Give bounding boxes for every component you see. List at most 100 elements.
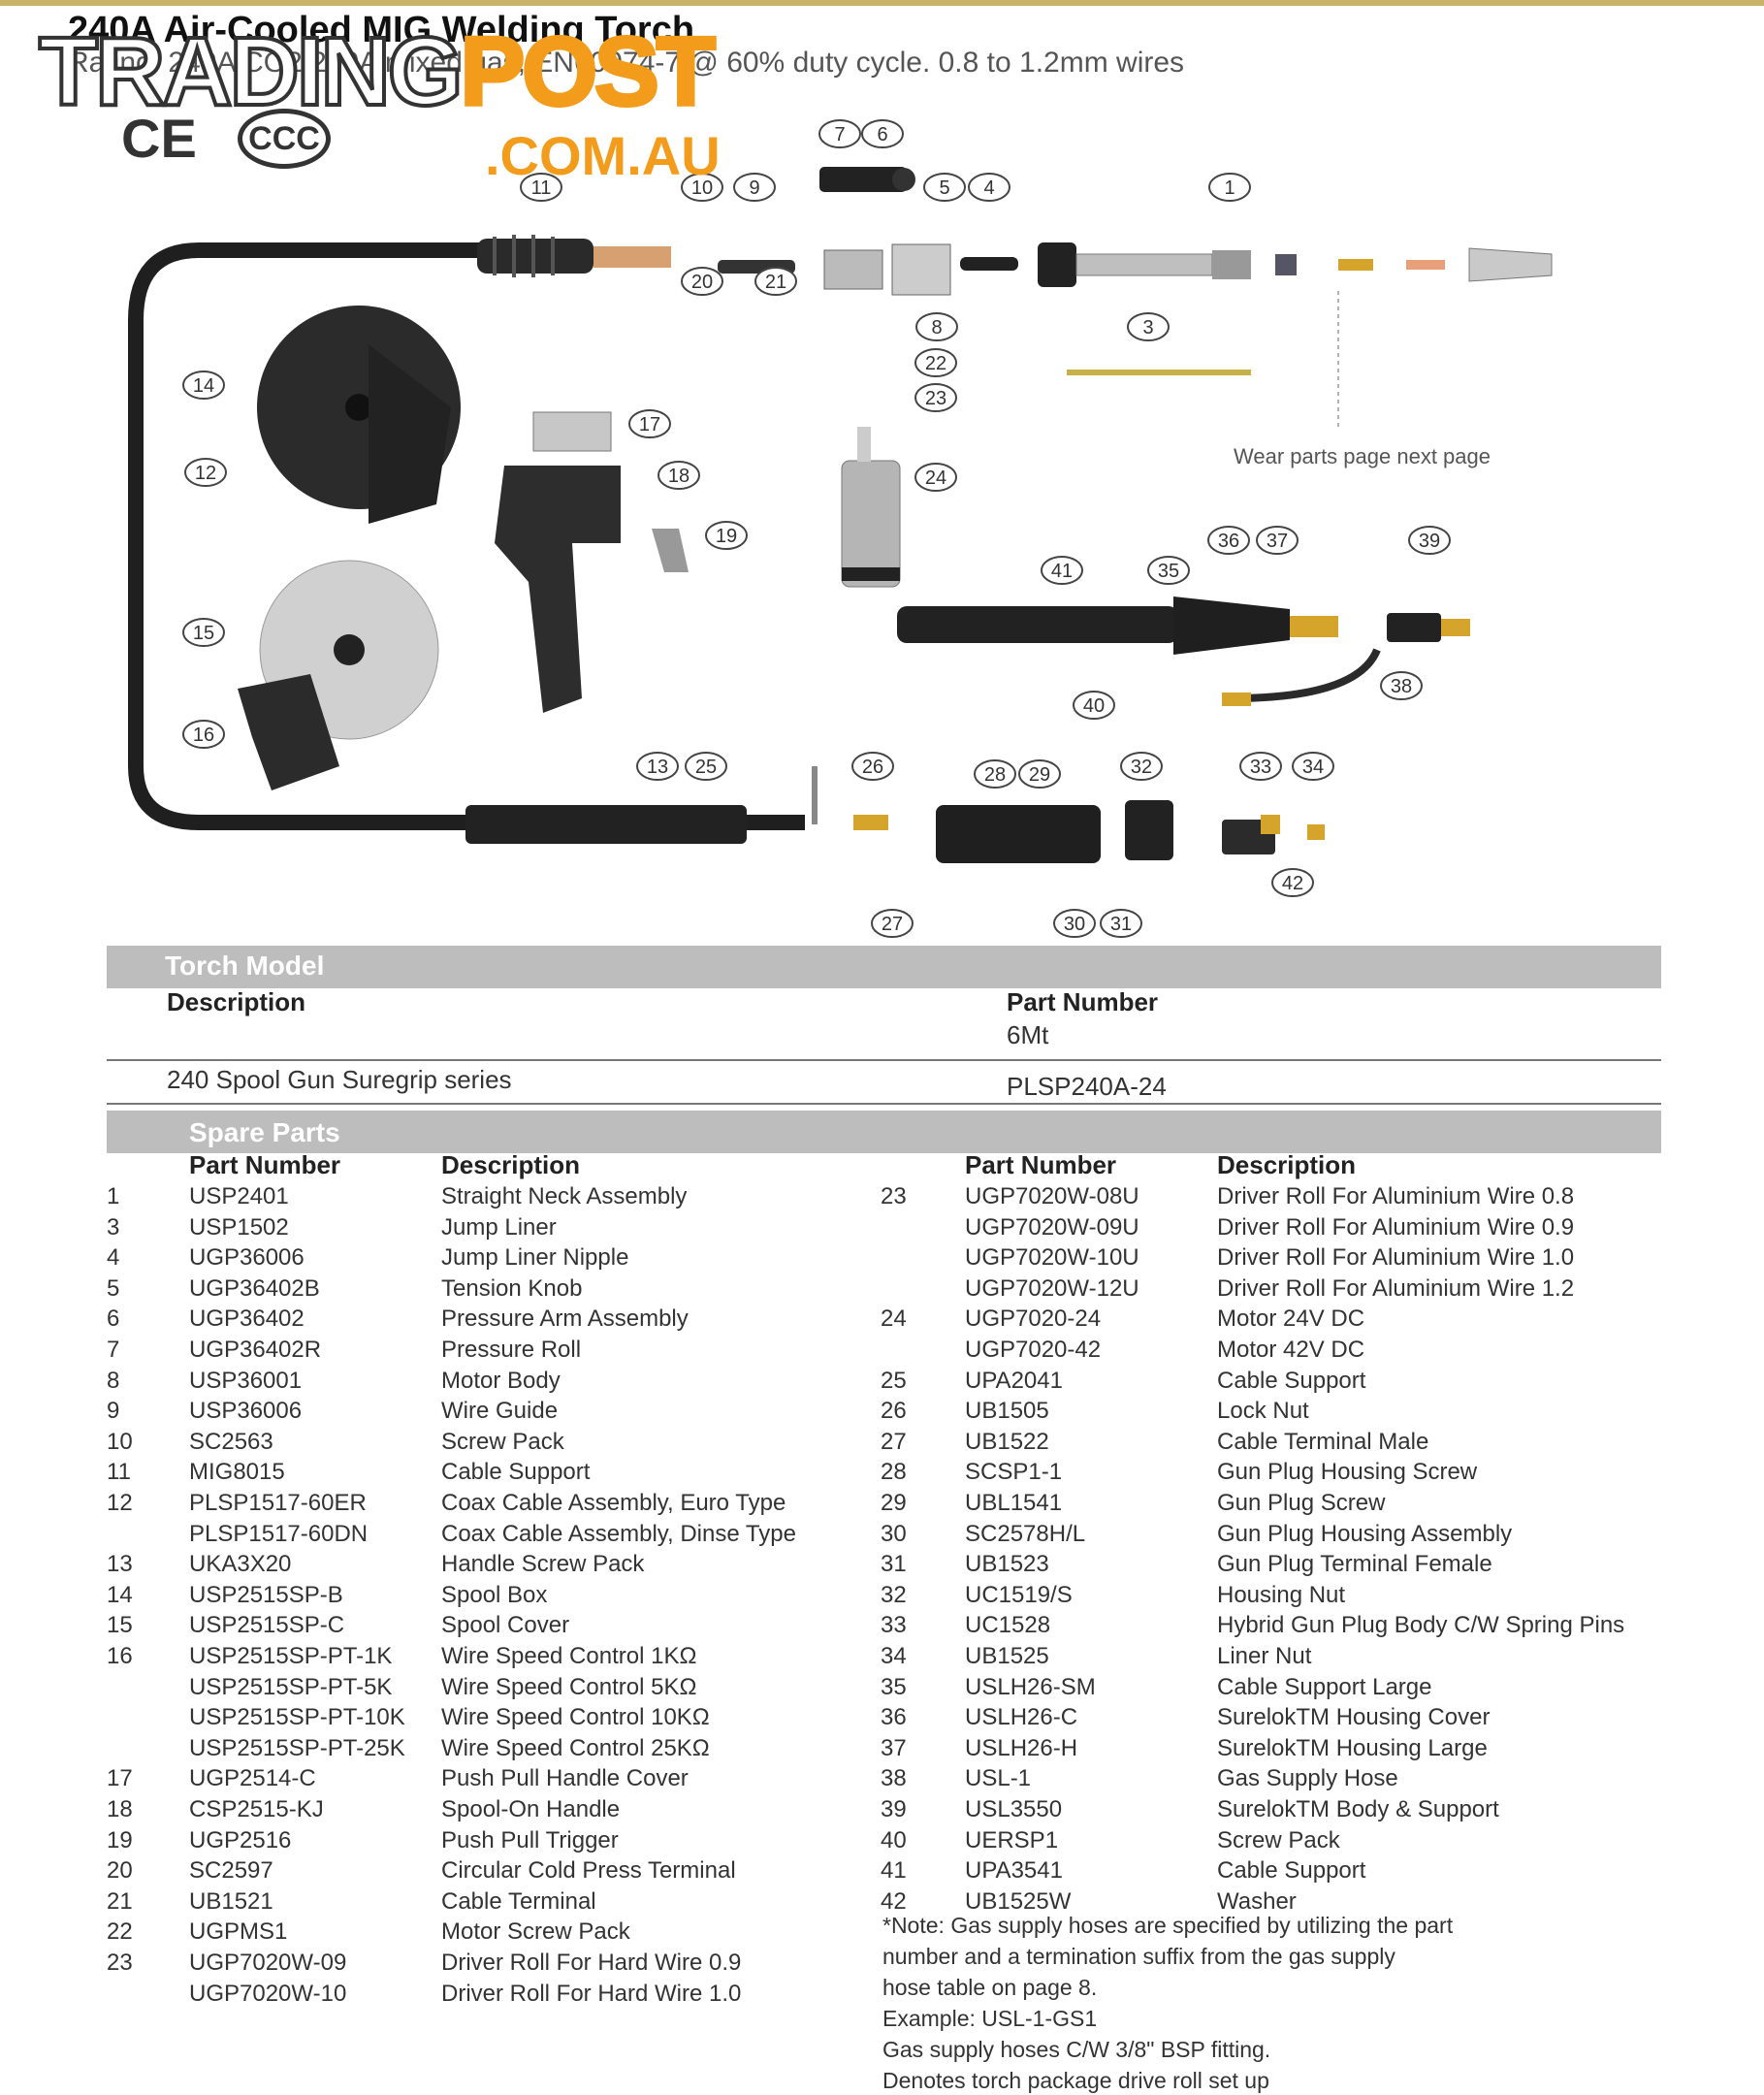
callout-36: 36 (1207, 526, 1250, 555)
part-number: USP36006 (189, 1398, 303, 1425)
item-number: 32 (881, 1581, 907, 1608)
svg-text:5: 5 (939, 177, 949, 199)
motor-24 (841, 427, 901, 588)
part-number: SC2563 (189, 1428, 273, 1455)
part-description: Motor Screw Pack (441, 1918, 630, 1946)
callout-23: 23 (914, 383, 957, 412)
svg-text:32: 32 (1131, 757, 1152, 778)
svg-text:34: 34 (1302, 757, 1324, 778)
part-number: USP1502 (189, 1213, 289, 1241)
svg-text:27: 27 (882, 914, 903, 935)
item-number: 23 (107, 1950, 133, 1976)
part-number: UGP36402B (189, 1274, 320, 1302)
surelok-cable-41 (897, 596, 1470, 655)
part-number: UBL1541 (965, 1490, 1063, 1516)
part-number: UB1523 (965, 1551, 1049, 1578)
part-number: UGP2516 (189, 1826, 292, 1853)
watermark-word1: TRADING (37, 17, 465, 126)
part-description: Jump Liner Nipple (441, 1244, 629, 1272)
svg-text:19: 19 (716, 526, 737, 547)
item-number: 8 (107, 1367, 120, 1394)
callout-34: 34 (1292, 752, 1334, 781)
callout-33: 33 (1239, 752, 1282, 781)
part-description: Gun Plug Housing Assembly (1217, 1520, 1513, 1547)
part-number: SCSP1-1 (965, 1459, 1063, 1486)
part-number: UC1528 (965, 1612, 1051, 1639)
part-description: Driver Roll For Aluminium Wire 1.0 (1217, 1244, 1575, 1272)
svg-text:1: 1 (1224, 177, 1235, 199)
svg-text:23: 23 (925, 388, 946, 409)
part-number: USL3550 (965, 1796, 1063, 1822)
part-number: USLH26-C (965, 1704, 1078, 1731)
part-description: Spool Box (441, 1581, 548, 1608)
torch-model-desc-header: Description (167, 987, 306, 1016)
callout-8: 8 (915, 312, 958, 341)
item-number: 12 (107, 1490, 133, 1516)
part-description: Cable Support Large (1217, 1673, 1432, 1700)
item-number: 40 (881, 1826, 907, 1853)
top-accent-line (0, 0, 1764, 6)
cable-support-25 (465, 805, 747, 844)
torch-model-part-number: PLSP240A-24 (1007, 1072, 1167, 1101)
part-description: Wire Speed Control 5KΩ (441, 1673, 697, 1700)
tension-knob-5 (892, 168, 915, 191)
item-number: 36 (881, 1704, 907, 1731)
part-description: Driver Roll For Aluminium Wire 0.8 (1217, 1183, 1575, 1209)
callout-7: 7 (818, 119, 861, 148)
item-number: 16 (107, 1643, 133, 1669)
part-description: Cable Support (1217, 1367, 1366, 1394)
item-number: 29 (881, 1490, 907, 1516)
callout-40: 40 (1073, 691, 1115, 720)
callout-10: 10 (681, 173, 723, 202)
item-number: 42 (881, 1887, 907, 1915)
pressure-arm-6 (819, 167, 907, 192)
part-description: Jump Liner (441, 1213, 557, 1241)
item-number: 3 (107, 1213, 120, 1241)
torch-model-rule-bottom (107, 1103, 1661, 1105)
note-line: hose table on page 8. (882, 1975, 1098, 2000)
part-description: Push Pull Handle Cover (441, 1765, 689, 1792)
svg-text:7: 7 (834, 124, 845, 145)
item-number: 21 (107, 1887, 133, 1915)
part-number: UB1522 (965, 1428, 1049, 1455)
wear-parts-note: Wear parts page next page (1234, 444, 1491, 468)
spare-left-desc-header: Description (441, 1150, 581, 1179)
part-number: UC1519/S (965, 1581, 1073, 1608)
contact-tip (1406, 260, 1445, 270)
callout-13: 13 (636, 752, 679, 781)
item-number: 20 (107, 1857, 133, 1885)
watermark-word2: POST (459, 17, 718, 126)
item-number: 1 (107, 1183, 120, 1209)
part-description: Gun Plug Terminal Female (1217, 1551, 1492, 1578)
callout-31: 31 (1100, 909, 1142, 938)
part-number: UB1505 (965, 1398, 1049, 1425)
svg-text:36: 36 (1218, 531, 1239, 552)
callout-38: 38 (1380, 671, 1423, 700)
part-number: UKA3X20 (189, 1551, 292, 1578)
callout-17: 17 (628, 409, 671, 438)
part-number: UGP7020-24 (965, 1305, 1102, 1333)
torch-model-pn-header: Part Number (1007, 987, 1159, 1016)
item-number: 9 (107, 1398, 120, 1425)
spare-left-pn-header: Part Number (189, 1150, 341, 1179)
part-number: SC2597 (189, 1857, 273, 1885)
svg-text:29: 29 (1029, 764, 1050, 786)
part-description: Gun Plug Housing Screw (1217, 1459, 1478, 1486)
part-description: Hybrid Gun Plug Body C/W Spring Pins (1217, 1612, 1625, 1639)
part-number: UB1521 (189, 1887, 273, 1915)
svg-text:21: 21 (765, 272, 786, 293)
svg-text:37: 37 (1267, 531, 1288, 552)
part-description: Motor 42V DC (1217, 1337, 1365, 1363)
callout-21: 21 (754, 267, 797, 296)
svg-text:30: 30 (1064, 914, 1085, 935)
gas-diffuser (1275, 254, 1297, 275)
part-number: UB1525W (965, 1887, 1072, 1915)
part-description: Handle Screw Pack (441, 1551, 645, 1578)
item-number: 14 (107, 1581, 133, 1608)
part-description: Gas Supply Hose (1217, 1765, 1398, 1792)
callout-39: 39 (1408, 526, 1451, 555)
svg-text:25: 25 (695, 757, 717, 778)
svg-text:6: 6 (877, 124, 887, 145)
item-number: 18 (107, 1796, 133, 1822)
